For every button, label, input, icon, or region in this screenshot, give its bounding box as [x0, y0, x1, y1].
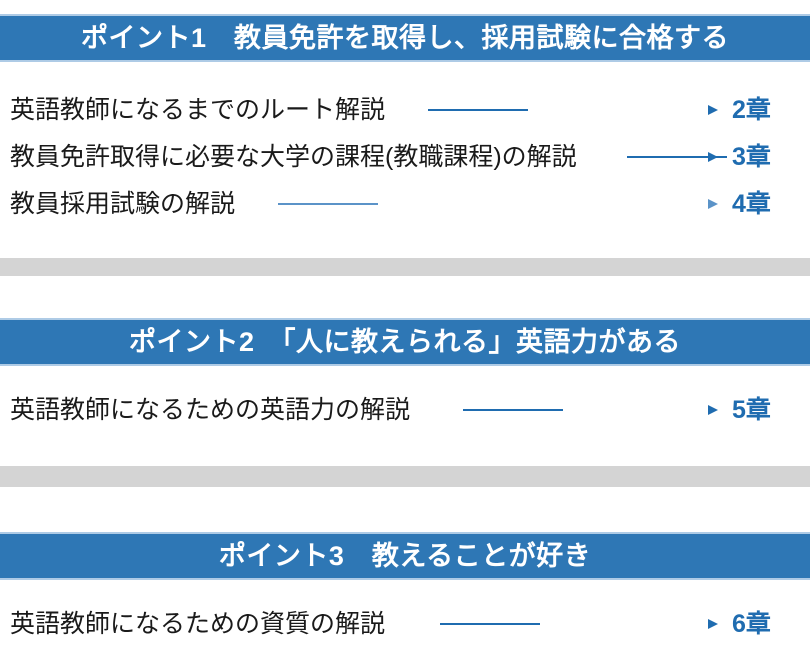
item-label: 教員免許取得に必要な大学の課程(教職課程)の解説 — [10, 142, 577, 171]
item-label: 英語教師になるための資質の解説 — [10, 609, 386, 638]
section-header-point2: ポイント2 「人に教えられる」英語力がある — [0, 318, 810, 366]
arrow-right-icon — [278, 197, 709, 211]
section-header-point1-title: ポイント1 教員免許を取得し、採用試験に合格する — [80, 22, 729, 53]
arrow-head-icon — [708, 152, 718, 162]
item-label: 教員採用試験の解説 — [10, 189, 236, 218]
chapter-reference: 2章 — [732, 95, 771, 124]
item-row: 教員免許取得に必要な大学の課程(教職課程)の解説 3章 — [0, 137, 810, 177]
arrow-right-icon — [627, 150, 709, 164]
section-header-point3-title: ポイント3 教えることが好き — [218, 540, 592, 571]
section-divider — [0, 258, 810, 276]
chapter-reference: 4章 — [732, 189, 771, 218]
arrow-right-icon — [440, 617, 709, 631]
arrow-head-icon — [708, 619, 718, 629]
arrow-right-icon — [463, 403, 709, 417]
chapter-reference: 3章 — [732, 142, 771, 171]
arrow-head-icon — [708, 405, 718, 415]
item-label: 英語教師になるための英語力の解説 — [10, 395, 411, 424]
item-row: 教員採用試験の解説 4章 — [0, 184, 810, 224]
arrow-right-icon — [428, 103, 709, 117]
section-divider — [0, 466, 810, 487]
section-header-point1: ポイント1 教員免許を取得し、採用試験に合格する — [0, 14, 810, 62]
section-header-point3: ポイント3 教えることが好き — [0, 532, 810, 580]
arrow-head-icon — [708, 105, 718, 115]
item-row: 英語教師になるための資質の解説 6章 — [0, 604, 810, 644]
section-header-point2-title: ポイント2 「人に教えられる」英語力がある — [128, 326, 681, 357]
chapter-reference: 5章 — [732, 395, 771, 424]
chapter-reference: 6章 — [732, 609, 771, 638]
item-row: 英語教師になるための英語力の解説 5章 — [0, 390, 810, 430]
arrow-head-icon — [708, 199, 718, 209]
item-label: 英語教師になるまでのルート解説 — [10, 95, 386, 124]
item-row: 英語教師になるまでのルート解説 2章 — [0, 90, 810, 130]
